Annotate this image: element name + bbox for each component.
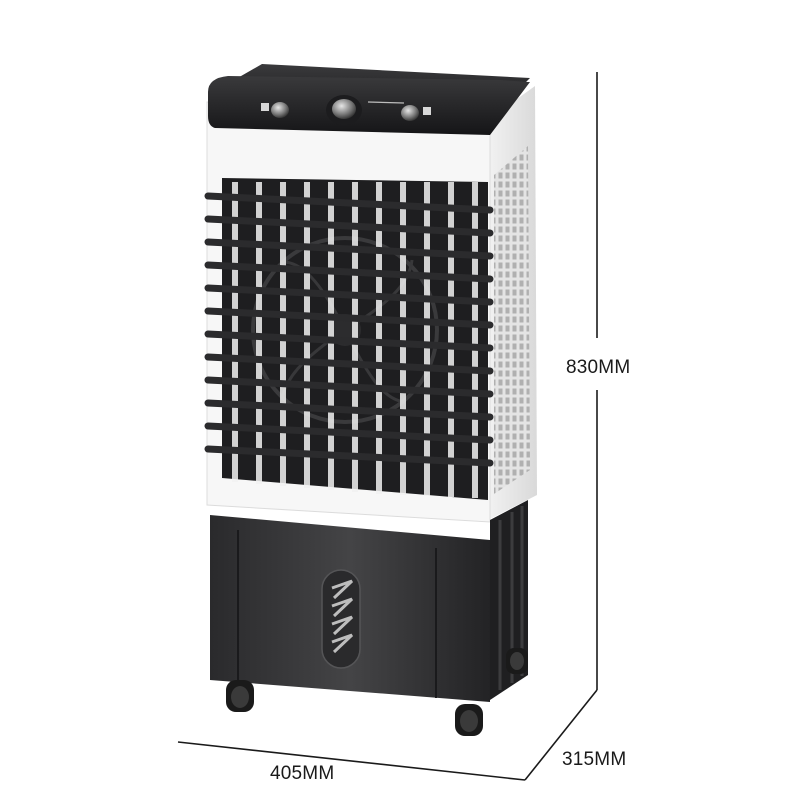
fan-icon (251, 236, 439, 424)
depth-dimension-line (524, 689, 598, 781)
height-dimension-label: 830MM (566, 357, 631, 378)
side-panel (488, 86, 537, 520)
air-outlet (204, 178, 494, 500)
width-dimension-label: 405MM (270, 763, 335, 784)
water-level-chevron-icon (331, 579, 354, 654)
speed-knob-icon (271, 102, 289, 118)
wheel-icon (226, 680, 254, 712)
depth-dimension-label: 315MM (562, 749, 627, 770)
wheel-icon (455, 704, 483, 736)
timer-knob-icon (401, 105, 419, 121)
wheel-icon (506, 648, 528, 674)
water-tank (210, 500, 528, 702)
dimension-lines (177, 72, 598, 781)
water-level-window (321, 569, 361, 669)
width-dimension-line (177, 741, 526, 781)
wheels (226, 648, 528, 736)
control-panel (208, 64, 530, 135)
